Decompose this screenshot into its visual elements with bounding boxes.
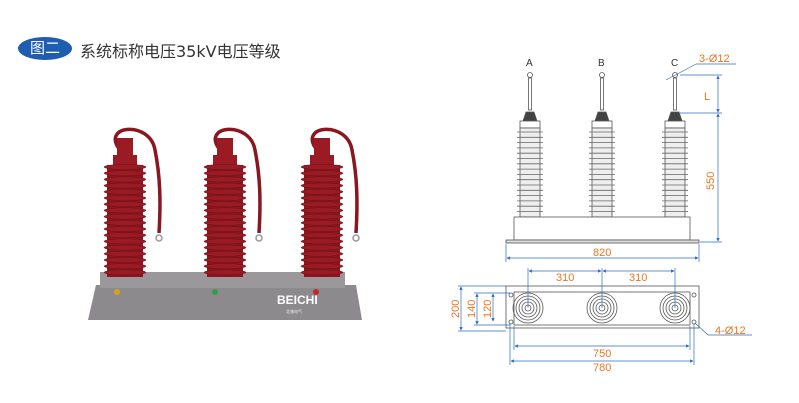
spacing-dim-1: 310 xyxy=(556,272,574,284)
depth-dim-120: 120 xyxy=(482,300,494,318)
depth-dim-140: 140 xyxy=(466,300,478,318)
phase-label-c: C xyxy=(671,58,678,69)
lead-cable xyxy=(113,127,162,234)
top-view-drawing xyxy=(505,285,700,329)
page-title: 系统标称电压35kV电压等级 xyxy=(80,42,281,61)
product-photo: BEICHI 北驰电气 xyxy=(88,127,362,320)
insulator-column xyxy=(662,72,688,218)
width-dim: 820 xyxy=(593,247,611,259)
indicator-green xyxy=(212,289,218,295)
brand-subtitle: 北驰电气 xyxy=(286,308,302,314)
brand-logo: BEICHI xyxy=(277,293,318,307)
figure-badge: 图二 xyxy=(18,37,72,60)
phase-label-b: B xyxy=(598,58,605,69)
top-dimensions xyxy=(458,268,752,365)
front-view-drawing xyxy=(505,72,700,244)
mount-hole-dim: 4-Ø12 xyxy=(715,325,746,337)
insulator-column xyxy=(517,72,543,218)
photo-base xyxy=(88,285,362,320)
front-dimensions xyxy=(505,63,736,262)
indicator-red xyxy=(313,289,319,295)
arrester-column xyxy=(203,127,263,277)
arrester-column xyxy=(103,127,163,277)
arrester-column xyxy=(300,127,360,277)
inner-width-dim: 750 xyxy=(593,348,611,360)
spacing-dim-2: 310 xyxy=(629,272,647,284)
cable-lug xyxy=(155,234,163,242)
phase-label-a: A xyxy=(526,58,533,69)
height-l-dim: L xyxy=(704,91,710,103)
outer-width-dim: 780 xyxy=(593,362,611,374)
lead-cable xyxy=(213,127,262,234)
height-dim: 550 xyxy=(705,172,717,190)
cable-lug xyxy=(352,234,360,242)
indicator-yellow xyxy=(114,289,120,295)
insulator-column xyxy=(589,72,615,218)
depth-dim-200: 200 xyxy=(450,300,462,318)
terminal-hole-dim: 3-Ø12 xyxy=(699,53,730,65)
cable-lug xyxy=(255,234,263,242)
insulator-top xyxy=(512,292,544,324)
lead-cable xyxy=(310,127,359,234)
